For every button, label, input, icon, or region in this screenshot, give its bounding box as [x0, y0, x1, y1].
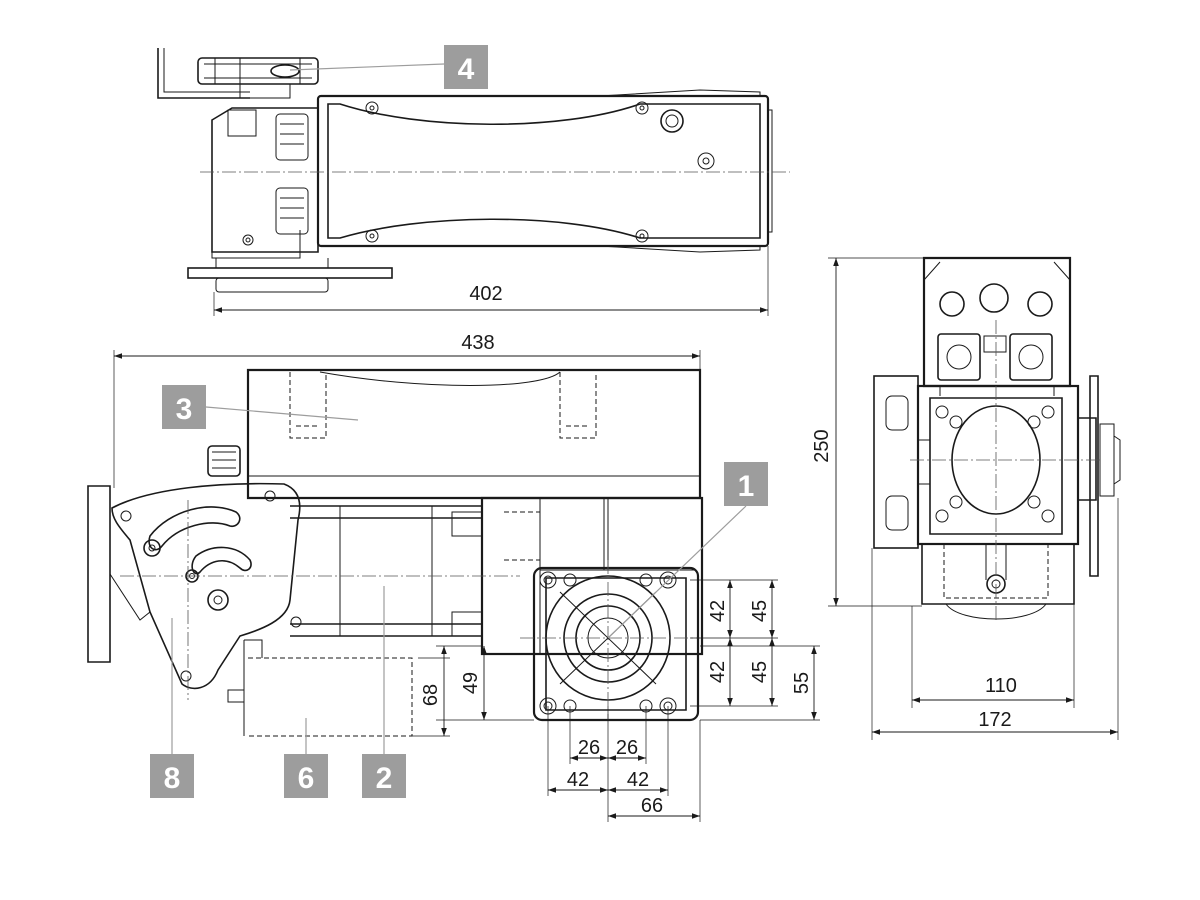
front-view — [87, 368, 704, 737]
dim-250-label: 250 — [811, 429, 833, 462]
housing-height-dimensions: 49 68 — [412, 645, 534, 737]
dimension-402: 402 — [213, 246, 769, 316]
callout-8: 8 — [150, 618, 194, 798]
side-view — [873, 256, 1121, 620]
side-dimension-250: 250 — [811, 257, 924, 607]
dim-55-label: 55 — [791, 672, 813, 694]
dim-45-upper-label: 45 — [749, 600, 771, 622]
callout-1: 1 — [607, 462, 768, 639]
dim-49-label: 49 — [460, 672, 482, 694]
dim-438-label: 438 — [461, 332, 494, 354]
callout-6-label: 6 — [298, 762, 315, 795]
dim-110-label: 110 — [985, 675, 1017, 697]
callout-4-label: 4 — [458, 53, 475, 86]
callout-4: 4 — [289, 45, 488, 89]
side-dimension-172: 172 — [871, 498, 1119, 740]
callout-1-label: 1 — [738, 470, 755, 503]
side-dimension-110: 110 — [911, 604, 1075, 708]
dim-26-right-label: 26 — [616, 737, 638, 759]
dim-68-label: 68 — [420, 684, 442, 706]
callout-8-label: 8 — [164, 762, 181, 795]
callout-3: 3 — [162, 385, 359, 429]
dim-42-left-label: 42 — [567, 769, 589, 791]
flange-horizontal-dimensions: 26 26 42 42 66 — [547, 706, 701, 822]
cam-disc — [197, 57, 319, 99]
dim-42-upper-label: 42 — [707, 600, 729, 622]
callout-2: 2 — [362, 586, 406, 798]
dim-66-label: 66 — [641, 795, 663, 817]
dim-45-lower-label: 45 — [749, 661, 771, 683]
dim-26-left-label: 26 — [578, 737, 600, 759]
dim-402-label: 402 — [469, 283, 502, 305]
callout-3-label: 3 — [176, 393, 193, 426]
dimension-438: 438 — [113, 332, 701, 488]
dim-42-right-label: 42 — [627, 769, 649, 791]
top-view — [157, 48, 790, 293]
callout-2-label: 2 — [376, 762, 393, 795]
dim-172-label: 172 — [978, 709, 1011, 731]
dim-42-lower-label: 42 — [707, 661, 729, 683]
flange-vertical-dimensions: 42 45 42 45 55 — [690, 579, 820, 721]
callout-6: 6 — [284, 718, 328, 798]
